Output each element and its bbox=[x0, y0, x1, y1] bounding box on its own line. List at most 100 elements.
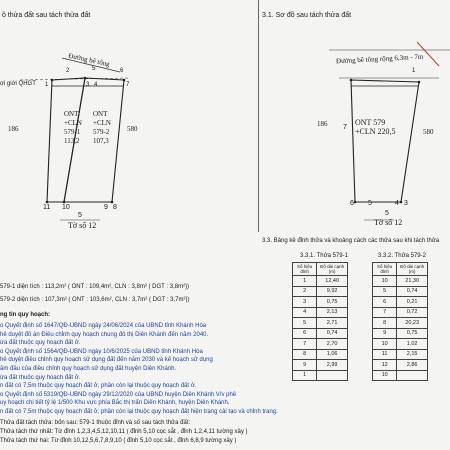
road-edge-line bbox=[61, 57, 121, 73]
vertex-cell: 10 bbox=[371, 369, 398, 381]
length-cell: 20,23 bbox=[396, 317, 428, 329]
planning-line: ăm đầu của điều chỉnh quy hoạch sử dụng … bbox=[0, 365, 177, 372]
right-top-point: 1 bbox=[412, 68, 416, 74]
length-cell: 12,40 bbox=[316, 275, 348, 287]
planning-line: o Quyết định số 5319/QĐ-UBND ngày 29/12/… bbox=[0, 391, 237, 398]
vertex-cell: 5 bbox=[371, 285, 398, 297]
planning-line: hê duyệt điều chỉnh quy hoạch sử dụng đấ… bbox=[0, 357, 213, 364]
right-bottom-center: 5 bbox=[385, 210, 389, 217]
length-cell: 1,06 bbox=[316, 348, 348, 360]
right-bottom-point-4: 4 bbox=[395, 200, 399, 207]
length-cell: 0,74 bbox=[316, 327, 348, 339]
length-cell bbox=[396, 369, 428, 381]
vertex-cell: 4 bbox=[291, 306, 318, 318]
vertex-cell: 3 bbox=[291, 296, 318, 308]
neighbor-right-label: 580 bbox=[127, 125, 138, 133]
vertex-cell: 6 bbox=[371, 296, 398, 308]
footer-line-1: Thửa đất tách thửa: bốn sau: 579-1 thuộc… bbox=[0, 420, 191, 426]
length-cell: 2,70 bbox=[316, 338, 348, 350]
length-cell: 1,02 bbox=[396, 338, 428, 350]
right-section-title: 3.1. Sơ đồ sau tách thửa đất bbox=[262, 12, 352, 19]
section-divider bbox=[258, 0, 259, 232]
footer-line-2: Thửa tách thứ nhất: Từ đỉnh 1,2,3,4,5,12… bbox=[0, 429, 248, 435]
right-bottom-point-5: 5 bbox=[368, 200, 372, 207]
bottom-point-11: 11 bbox=[43, 204, 51, 211]
vertex-cell: 8 bbox=[291, 348, 318, 360]
right-bottom-point-3: 3 bbox=[404, 200, 408, 207]
planning-line: hê duyệt đồ án Điều chỉnh quy hoạch chun… bbox=[0, 331, 209, 338]
vertex-label-3: 3 bbox=[86, 82, 90, 88]
length-cell: 2,86 bbox=[396, 359, 428, 371]
bottom-point-10: 10 bbox=[62, 204, 70, 211]
top-point-6: 6 bbox=[120, 68, 124, 74]
planning-line: n đất có 7,5m thuộc quy hoạch đất ở, phầ… bbox=[0, 408, 278, 415]
right-sheet-label: Tờ số 12 bbox=[374, 218, 403, 227]
vertex-cell: 7 bbox=[291, 338, 318, 350]
length-cell: 2,15 bbox=[396, 348, 428, 360]
planning-title: ng tin quy hoạch: bbox=[0, 312, 50, 318]
top-point-5: 5 bbox=[92, 66, 96, 72]
right-mid-point: 7 bbox=[343, 124, 347, 131]
length-cell bbox=[316, 369, 348, 381]
vertex-cell: 2 bbox=[291, 285, 318, 297]
vertex-cell: 7 bbox=[371, 306, 398, 318]
table2-title: 3.3.2. Thửa 579-2 bbox=[378, 253, 426, 259]
parcel-579-2-info: ONT +CLN 579-2 107,3 bbox=[93, 110, 111, 145]
vertex-cell: 10 bbox=[371, 338, 398, 350]
right-parcel-plan bbox=[329, 41, 450, 221]
parcel-579-1-info: ONT +CLN 579-1 113,2 bbox=[64, 110, 82, 145]
length-cell: 0,74 bbox=[396, 285, 428, 297]
bottom-point-9: 9 bbox=[104, 204, 108, 211]
neighbor-left-label: 186 bbox=[8, 125, 19, 133]
vertex-cell: 8 bbox=[371, 317, 398, 329]
vertex-label-7: 7 bbox=[126, 82, 130, 88]
right-bottom-point-6: 6 bbox=[350, 200, 354, 207]
table-row: 10 bbox=[371, 369, 428, 381]
planning-line: ừa đất thuộc quy hoạch đất ở. bbox=[0, 374, 81, 381]
top-point-2: 2 bbox=[66, 68, 70, 74]
parcel-579-outline bbox=[350, 79, 420, 203]
planning-line: ừa đất thuộc quy hoạch đất ở. bbox=[0, 340, 81, 347]
vertex-cell: 6 bbox=[291, 327, 318, 339]
left-section-title: ồ thửa đất sau tách thửa đất bbox=[2, 12, 91, 19]
road-marker bbox=[416, 41, 440, 67]
vertex-cell: 5 bbox=[291, 317, 318, 329]
vertex-cell: 9 bbox=[291, 359, 318, 371]
vertex-label-1: 1 bbox=[45, 82, 49, 88]
vertex-label-4: 4 bbox=[94, 82, 98, 88]
right-neighbor-left: 186 bbox=[317, 120, 328, 128]
length-cell: 2,13 bbox=[316, 306, 348, 318]
vertex-cell: 1 bbox=[291, 369, 318, 381]
planning-line: uy hoạch chi tiết tỷ lệ 1/500 Khu vực ph… bbox=[0, 400, 230, 407]
length-cell: 9,92 bbox=[316, 285, 348, 297]
length-cell: 0,72 bbox=[396, 306, 428, 318]
table1-title: 3.3.1. Thửa 579-1 bbox=[300, 253, 348, 259]
planning-line: o Quyết định số 1564/QĐ-UBND ngày 10/6/2… bbox=[0, 348, 203, 355]
vertex-cell: 10 bbox=[371, 275, 398, 287]
planning-lines: o Quyết định số 1647/QĐ-UBND ngày 24/06/… bbox=[0, 322, 288, 417]
parcel-579-info: ONT 579 +CLN 220,5 bbox=[355, 118, 396, 136]
bottom-point-8: 8 bbox=[113, 204, 117, 211]
qhgt-boundary-line bbox=[19, 77, 129, 81]
qhgt-label: ơi giới QHGT bbox=[0, 81, 36, 87]
length-cell: 0,75 bbox=[316, 296, 348, 308]
area-line-579-1: 579-1 diện tích : 113,2m² ( ONT : 109,4m… bbox=[0, 284, 190, 290]
length-cell: 2,71 bbox=[316, 317, 348, 329]
